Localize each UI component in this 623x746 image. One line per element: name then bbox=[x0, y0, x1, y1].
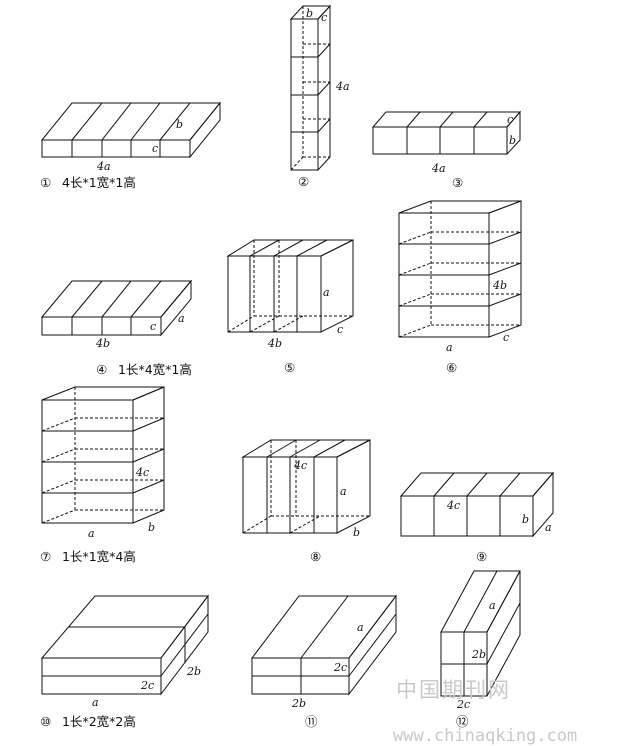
figure-1-depth-label: b bbox=[176, 118, 183, 131]
figure-4-marker: ④ bbox=[96, 362, 107, 377]
figure-3-b-label: b bbox=[509, 134, 516, 147]
figure-5-c-label: c bbox=[337, 323, 343, 336]
figure-11-box: a 2c 2b ⑪ bbox=[250, 594, 398, 729]
figure-3-marker: ③ bbox=[452, 175, 463, 190]
figure-10-caption: 1长*2宽*2高 bbox=[62, 714, 136, 729]
figure-4-length-label: 4b bbox=[95, 337, 110, 350]
watermark-cn: 中国期刊网 bbox=[396, 678, 511, 702]
figure-5-box: a 4b c ⑤ bbox=[226, 239, 354, 375]
figure-6-c-label: c bbox=[503, 331, 509, 344]
figure-1-box: 4a c b ① 4长*1宽*1高 bbox=[40, 101, 222, 190]
figure-2-top-c-label: c bbox=[321, 11, 327, 24]
watermark-url: www.chinaqking.com bbox=[393, 726, 577, 746]
figure-6-a-label: a bbox=[446, 341, 453, 354]
figure-9-top-label: 4c bbox=[446, 499, 460, 512]
figure-11-2c-label: 2c bbox=[333, 661, 347, 674]
figure-10-2b-label: 2b bbox=[186, 665, 201, 678]
figure-11-2b-label: 2b bbox=[291, 697, 306, 710]
figure-8-marker: ⑧ bbox=[310, 549, 321, 564]
figure-4-c-label: c bbox=[150, 320, 156, 333]
figure-2-length-label: 4a bbox=[335, 80, 350, 93]
figure-1-marker: ① bbox=[40, 175, 51, 190]
figure-7-marker: ⑦ bbox=[40, 549, 51, 564]
figure-12-2c-label: 2c bbox=[456, 698, 470, 711]
figure-7-caption: 1长*1宽*4高 bbox=[62, 549, 136, 564]
figure-4-box: 4b c a ④ 1长*4宽*1高 bbox=[40, 279, 193, 377]
figure-11-a-label: a bbox=[357, 621, 364, 634]
figure-10-marker: ⑩ bbox=[40, 714, 51, 729]
figure-9-a-label: a bbox=[545, 521, 552, 534]
figure-12-marker: ⑫ bbox=[456, 714, 469, 729]
figure-2-marker: ② bbox=[298, 174, 309, 189]
figure-5-marker: ⑤ bbox=[284, 360, 295, 375]
figure-4-a-label: a bbox=[178, 312, 185, 325]
watermark: 中国期刊网 www.chinaqking.com bbox=[393, 678, 577, 746]
figure-9-b-label: b bbox=[522, 513, 529, 526]
figure-5-a-label: a bbox=[323, 286, 330, 299]
figure-7-a-label: a bbox=[88, 527, 95, 540]
figure-10-2c-label: 2c bbox=[140, 679, 154, 692]
figure-6-marker: ⑥ bbox=[446, 360, 457, 375]
figure-3-box: 4a c b ③ bbox=[371, 110, 522, 190]
figure-1-caption: 4长*1宽*1高 bbox=[62, 175, 136, 190]
figure-12-box: a 2b 2c ⑫ bbox=[440, 570, 521, 729]
figure-3-length-label: 4a bbox=[431, 162, 446, 175]
figure-2-box: b c 4a ② bbox=[289, 4, 350, 189]
figure-2-top-b-label: b bbox=[306, 7, 313, 20]
figure-8-b-label: b bbox=[353, 526, 360, 539]
figure-7-height-label: 4c bbox=[135, 466, 149, 479]
figure-8-box: 4c a b ⑧ bbox=[241, 439, 371, 564]
figure-7-box: 4c a b ⑦ 1长*1宽*4高 bbox=[40, 386, 165, 564]
figure-5-length-label: 4b bbox=[267, 337, 282, 350]
figure-1-height-label: c bbox=[152, 142, 158, 155]
figure-11-marker: ⑪ bbox=[305, 714, 318, 729]
figure-12-2b-label: 2b bbox=[471, 648, 486, 661]
figure-1-length-label: 4a bbox=[96, 160, 111, 173]
figure-9-box: 4c b a ⑨ bbox=[399, 471, 555, 564]
figure-6-height-label: 4b bbox=[492, 279, 507, 292]
figure-7-b-label: b bbox=[148, 521, 155, 534]
figure-10-a-label: a bbox=[92, 696, 99, 709]
figure-3-c-label: c bbox=[507, 113, 513, 126]
figure-9-marker: ⑨ bbox=[476, 549, 487, 564]
figure-10-box: 2c 2b a ⑩ 1长*2宽*2高 bbox=[40, 594, 210, 729]
figure-6-box: 4b a c ⑥ bbox=[398, 200, 522, 375]
figure-12-a-label: a bbox=[489, 599, 496, 612]
figure-4-caption: 1长*4宽*1高 bbox=[118, 362, 192, 377]
figure-8-a-label: a bbox=[340, 485, 347, 498]
figure-8-top-label: 4c bbox=[293, 459, 307, 472]
